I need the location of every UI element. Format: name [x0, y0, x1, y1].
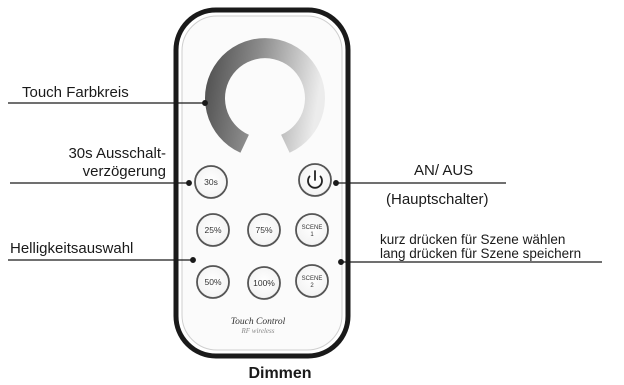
- caption: Dimmen: [248, 365, 312, 382]
- brightness-50-button[interactable]: 50%: [196, 265, 230, 299]
- callout-lines: [8, 100, 602, 265]
- power-label: AN/ AUS: [414, 162, 474, 179]
- timer-button-label: 30s: [204, 177, 218, 187]
- scene-1-label-bottom: 1: [310, 232, 314, 238]
- scene-short-label: kurz drücken für Szene wählen: [380, 232, 566, 247]
- brightness-label: Helligkeitsauswahl: [10, 240, 134, 257]
- brightness-75-label: 75%: [255, 225, 272, 235]
- color-wheel-label: Touch Farbkreis: [22, 84, 129, 101]
- scene-1-label-top: SCENE: [302, 225, 323, 231]
- brightness-100-label: 100%: [253, 278, 275, 288]
- brightness-25-button[interactable]: 25%: [196, 213, 230, 247]
- scene-2-label-top: SCENE: [302, 276, 323, 282]
- brightness-25-label: 25%: [204, 225, 221, 235]
- power-button[interactable]: [298, 163, 332, 197]
- brand-label: Touch Control: [231, 317, 286, 327]
- color-wheel-ring[interactable]: [205, 38, 326, 153]
- brightness-75-button[interactable]: 75%: [247, 213, 281, 247]
- scene-2-label-bottom: 2: [310, 283, 314, 289]
- power-icon: [307, 170, 323, 189]
- brightness-50-label: 50%: [204, 277, 221, 287]
- scene-long-label: lang drücken für Szene speichern: [380, 246, 582, 261]
- scene-1-button[interactable]: SCENE 1: [295, 213, 329, 247]
- timer-button[interactable]: 30s: [194, 165, 228, 199]
- brightness-100-button[interactable]: 100%: [247, 266, 281, 300]
- timer-label-line1: 30s Ausschalt-: [68, 145, 166, 162]
- brand-sublabel: RF wireless: [241, 327, 275, 335]
- timer-label-line2: verzögerung: [82, 163, 166, 180]
- scene-2-button[interactable]: SCENE 2: [295, 264, 329, 298]
- power-sublabel: (Hauptschalter): [386, 191, 489, 208]
